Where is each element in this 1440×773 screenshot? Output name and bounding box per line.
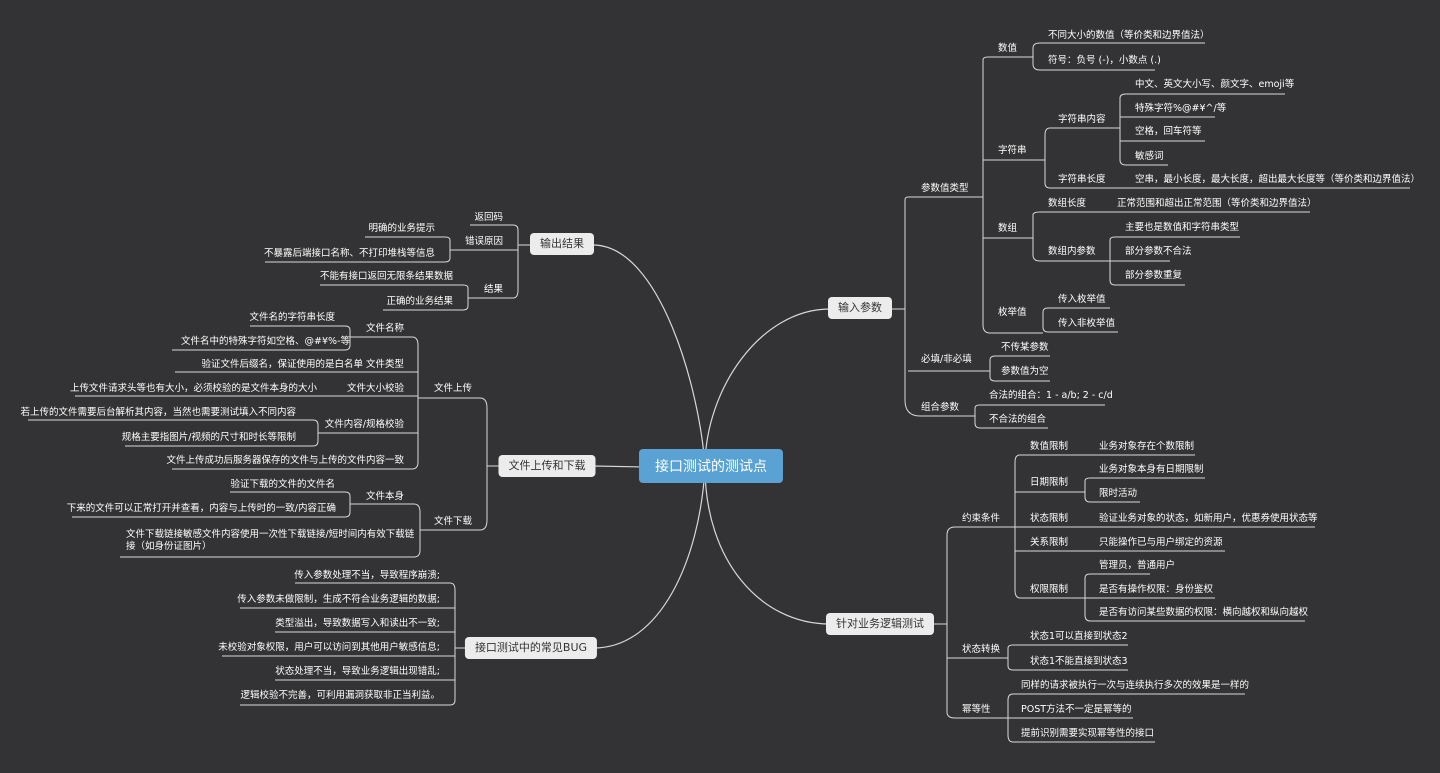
node-combo-1[interactable]: 合法的组合：1 - a/b; 2 - c/d (989, 390, 1113, 401)
node-file-name[interactable]: 文件名称 (365, 323, 404, 334)
node-date-limit-2[interactable]: 限时活动 (1099, 488, 1138, 499)
node-constraint[interactable]: 约束条件 (962, 513, 1001, 524)
node-state-transition-2[interactable]: 状态1不能直接到状态3 (1030, 656, 1128, 667)
node-state-limit[interactable]: 状态限制 (1030, 513, 1069, 524)
node-array-length[interactable]: 数组长度 (1048, 198, 1087, 209)
node-bug-1[interactable]: 传入参数处理不当，导致程序崩溃; (294, 570, 440, 581)
node-result[interactable]: 结果 (483, 284, 503, 295)
node-file-download[interactable]: 文件下载 (433, 516, 472, 527)
node-string-length[interactable]: 字符串长度 (1058, 174, 1106, 185)
node-num-limit-1[interactable]: 业务对象存在个数限制 (1099, 441, 1195, 452)
node-number[interactable]: 数值 (998, 43, 1018, 54)
node-file-content-2[interactable]: 规格主要指图片/视频的尺寸和时长等限制 (121, 432, 296, 443)
node-file-type[interactable]: 文件类型 (365, 359, 404, 370)
node-file-type-1[interactable]: 验证文件后缀名，保证使用的是白名单 (201, 359, 363, 370)
node-enum-2[interactable]: 传入非枚举值 (1058, 318, 1116, 329)
node-required[interactable]: 必填/非必填 (921, 354, 972, 365)
node-enum[interactable]: 枚举值 (998, 307, 1027, 318)
node-file-self-2[interactable]: 下来的文件可以正常打开并查看，内容与上传时的一致/内容正确 (66, 503, 336, 514)
node-error-1[interactable]: 明确的业务提示 (368, 223, 435, 234)
node-file-self-1[interactable]: 验证下载的文件的文件名 (230, 479, 335, 490)
node-file-content-1[interactable]: 若上传的文件需要后台解析其内容，当然也需要测试填入不同内容 (20, 407, 296, 418)
node-permission-2[interactable]: 是否有操作权限：身份鉴权 (1099, 584, 1214, 595)
node-array-param-3[interactable]: 部分参数重复 (1125, 270, 1183, 281)
node-file-size-1[interactable]: 上传文件请求头等也有大小，必须校验的是文件本身的大小 (69, 383, 317, 394)
node-array[interactable]: 数组 (998, 223, 1018, 234)
node-relation-limit-1[interactable]: 只能操作已与用户绑定的资源 (1099, 537, 1223, 548)
node-permission-1[interactable]: 管理员，普通用户 (1099, 560, 1176, 571)
node-num-limit[interactable]: 数值限制 (1030, 441, 1069, 452)
node-file-size[interactable]: 文件大小校验 (346, 383, 404, 394)
node-combo-2[interactable]: 不合法的组合 (989, 414, 1047, 425)
node-idempotence-1[interactable]: 同样的请求被执行一次与连续执行多次的效果是一样的 (1021, 680, 1250, 691)
node-result-2[interactable]: 正确的业务结果 (386, 296, 453, 307)
node-error-reason[interactable]: 错误原因 (464, 236, 503, 247)
node-bug-2[interactable]: 传入参数未做限制，生成不符合业务逻辑的数据; (237, 594, 440, 605)
node-file-upload-consistent[interactable]: 文件上传成功后服务器保存的文件与上传的文件内容一致 (166, 455, 404, 466)
node-bug-5[interactable]: 状态处理不当，导致业务逻辑出现错乱; (275, 666, 440, 677)
node-string-length-1[interactable]: 空串，最小长度，最大长度，超出最大长度等（等价类和边界值法） (1135, 174, 1421, 185)
node-file-name-2[interactable]: 文件名中的特殊字符如空格、@#¥%-等 (181, 336, 350, 347)
node-string[interactable]: 字符串 (998, 145, 1027, 156)
node-file-name-1[interactable]: 文件名的字符串长度 (249, 312, 335, 323)
node-date-limit-1[interactable]: 业务对象本身有日期限制 (1099, 464, 1204, 475)
node-file-download-link[interactable]: 文件下载链接敏感文件内容使用一次性下载链接/短时间内有效下载链接（如身份证图片） (126, 529, 415, 552)
node-result-1[interactable]: 不能有接口返回无限条结果数据 (319, 271, 453, 282)
node-return-code[interactable]: 返回码 (474, 212, 503, 223)
node-relation-limit[interactable]: 关系限制 (1030, 537, 1069, 548)
node-idempotence-2[interactable]: POST方法不一定是幂等的 (1021, 704, 1132, 715)
node-string-content-1[interactable]: 中文、英文大小写、颜文字、emoji等 (1135, 79, 1295, 90)
node-combo[interactable]: 组合参数 (921, 402, 960, 413)
node-array-param-1[interactable]: 主要也是数值和字符串类型 (1125, 222, 1240, 233)
node-required-1[interactable]: 不传某参数 (1001, 342, 1049, 353)
node-bug-4[interactable]: 未校验对象权限，用户可以访问到其他用户敏感信息; (218, 642, 440, 653)
node-state-transition[interactable]: 状态转换 (962, 644, 1001, 655)
node-enum-1[interactable]: 传入枚举值 (1058, 294, 1106, 305)
node-permission-3[interactable]: 是否有访问某些数据的权限：横向越权和纵向越权 (1099, 607, 1309, 618)
branch-file-upload-download[interactable]: 文件上传和下载 (498, 455, 596, 477)
branch-business-logic[interactable]: 针对业务逻辑测试 (826, 613, 934, 635)
node-array-param-2[interactable]: 部分参数不合法 (1125, 246, 1192, 257)
branch-input-params[interactable]: 输入参数 (828, 297, 892, 319)
node-idempotence-3[interactable]: 提前识别需要实现幂等性的接口 (1021, 728, 1155, 739)
node-permission-limit[interactable]: 权限限制 (1030, 584, 1069, 595)
node-number-2[interactable]: 符号：负号 (-)，小数点 (.) (1048, 55, 1161, 66)
node-state-transition-1[interactable]: 状态1可以直接到状态2 (1030, 631, 1128, 642)
node-bug-3[interactable]: 类型溢出，导致数据写入和读出不一致; (275, 618, 440, 629)
node-array-param[interactable]: 数组内参数 (1048, 246, 1096, 257)
node-string-content-3[interactable]: 空格，回车符等 (1135, 126, 1202, 137)
node-file-content[interactable]: 文件内容/规格校验 (324, 419, 404, 430)
node-number-1[interactable]: 不同大小的数值（等价类和边界值法） (1048, 30, 1210, 41)
node-string-content-4[interactable]: 敏感词 (1135, 151, 1164, 162)
node-array-length-1[interactable]: 正常范围和超出正常范围（等价类和边界值法） (1117, 198, 1317, 209)
node-param-type[interactable]: 参数值类型 (921, 183, 969, 194)
node-bug-6[interactable]: 逻辑校验不完善，可利用漏洞获取非正当利益。 (240, 690, 440, 701)
node-error-2[interactable]: 不暴露后端接口名称、不打印堆栈等信息 (263, 248, 435, 259)
node-file-self[interactable]: 文件本身 (365, 491, 404, 502)
root-node[interactable]: 接口测试的测试点 (639, 449, 783, 483)
node-string-content[interactable]: 字符串内容 (1058, 114, 1106, 125)
node-string-content-2[interactable]: 特殊字符%@#¥^/等 (1135, 103, 1227, 114)
node-state-limit-1[interactable]: 验证业务对象的状态，如新用户，优惠券使用状态等 (1099, 513, 1318, 524)
node-required-2[interactable]: 参数值为空 (1001, 366, 1049, 377)
branch-output-result[interactable]: 输出结果 (530, 233, 594, 255)
node-file-upload[interactable]: 文件上传 (433, 383, 472, 394)
node-idempotence[interactable]: 幂等性 (962, 704, 991, 715)
node-date-limit[interactable]: 日期限制 (1030, 477, 1069, 488)
branch-common-bugs[interactable]: 接口测试中的常见BUG (464, 637, 598, 659)
